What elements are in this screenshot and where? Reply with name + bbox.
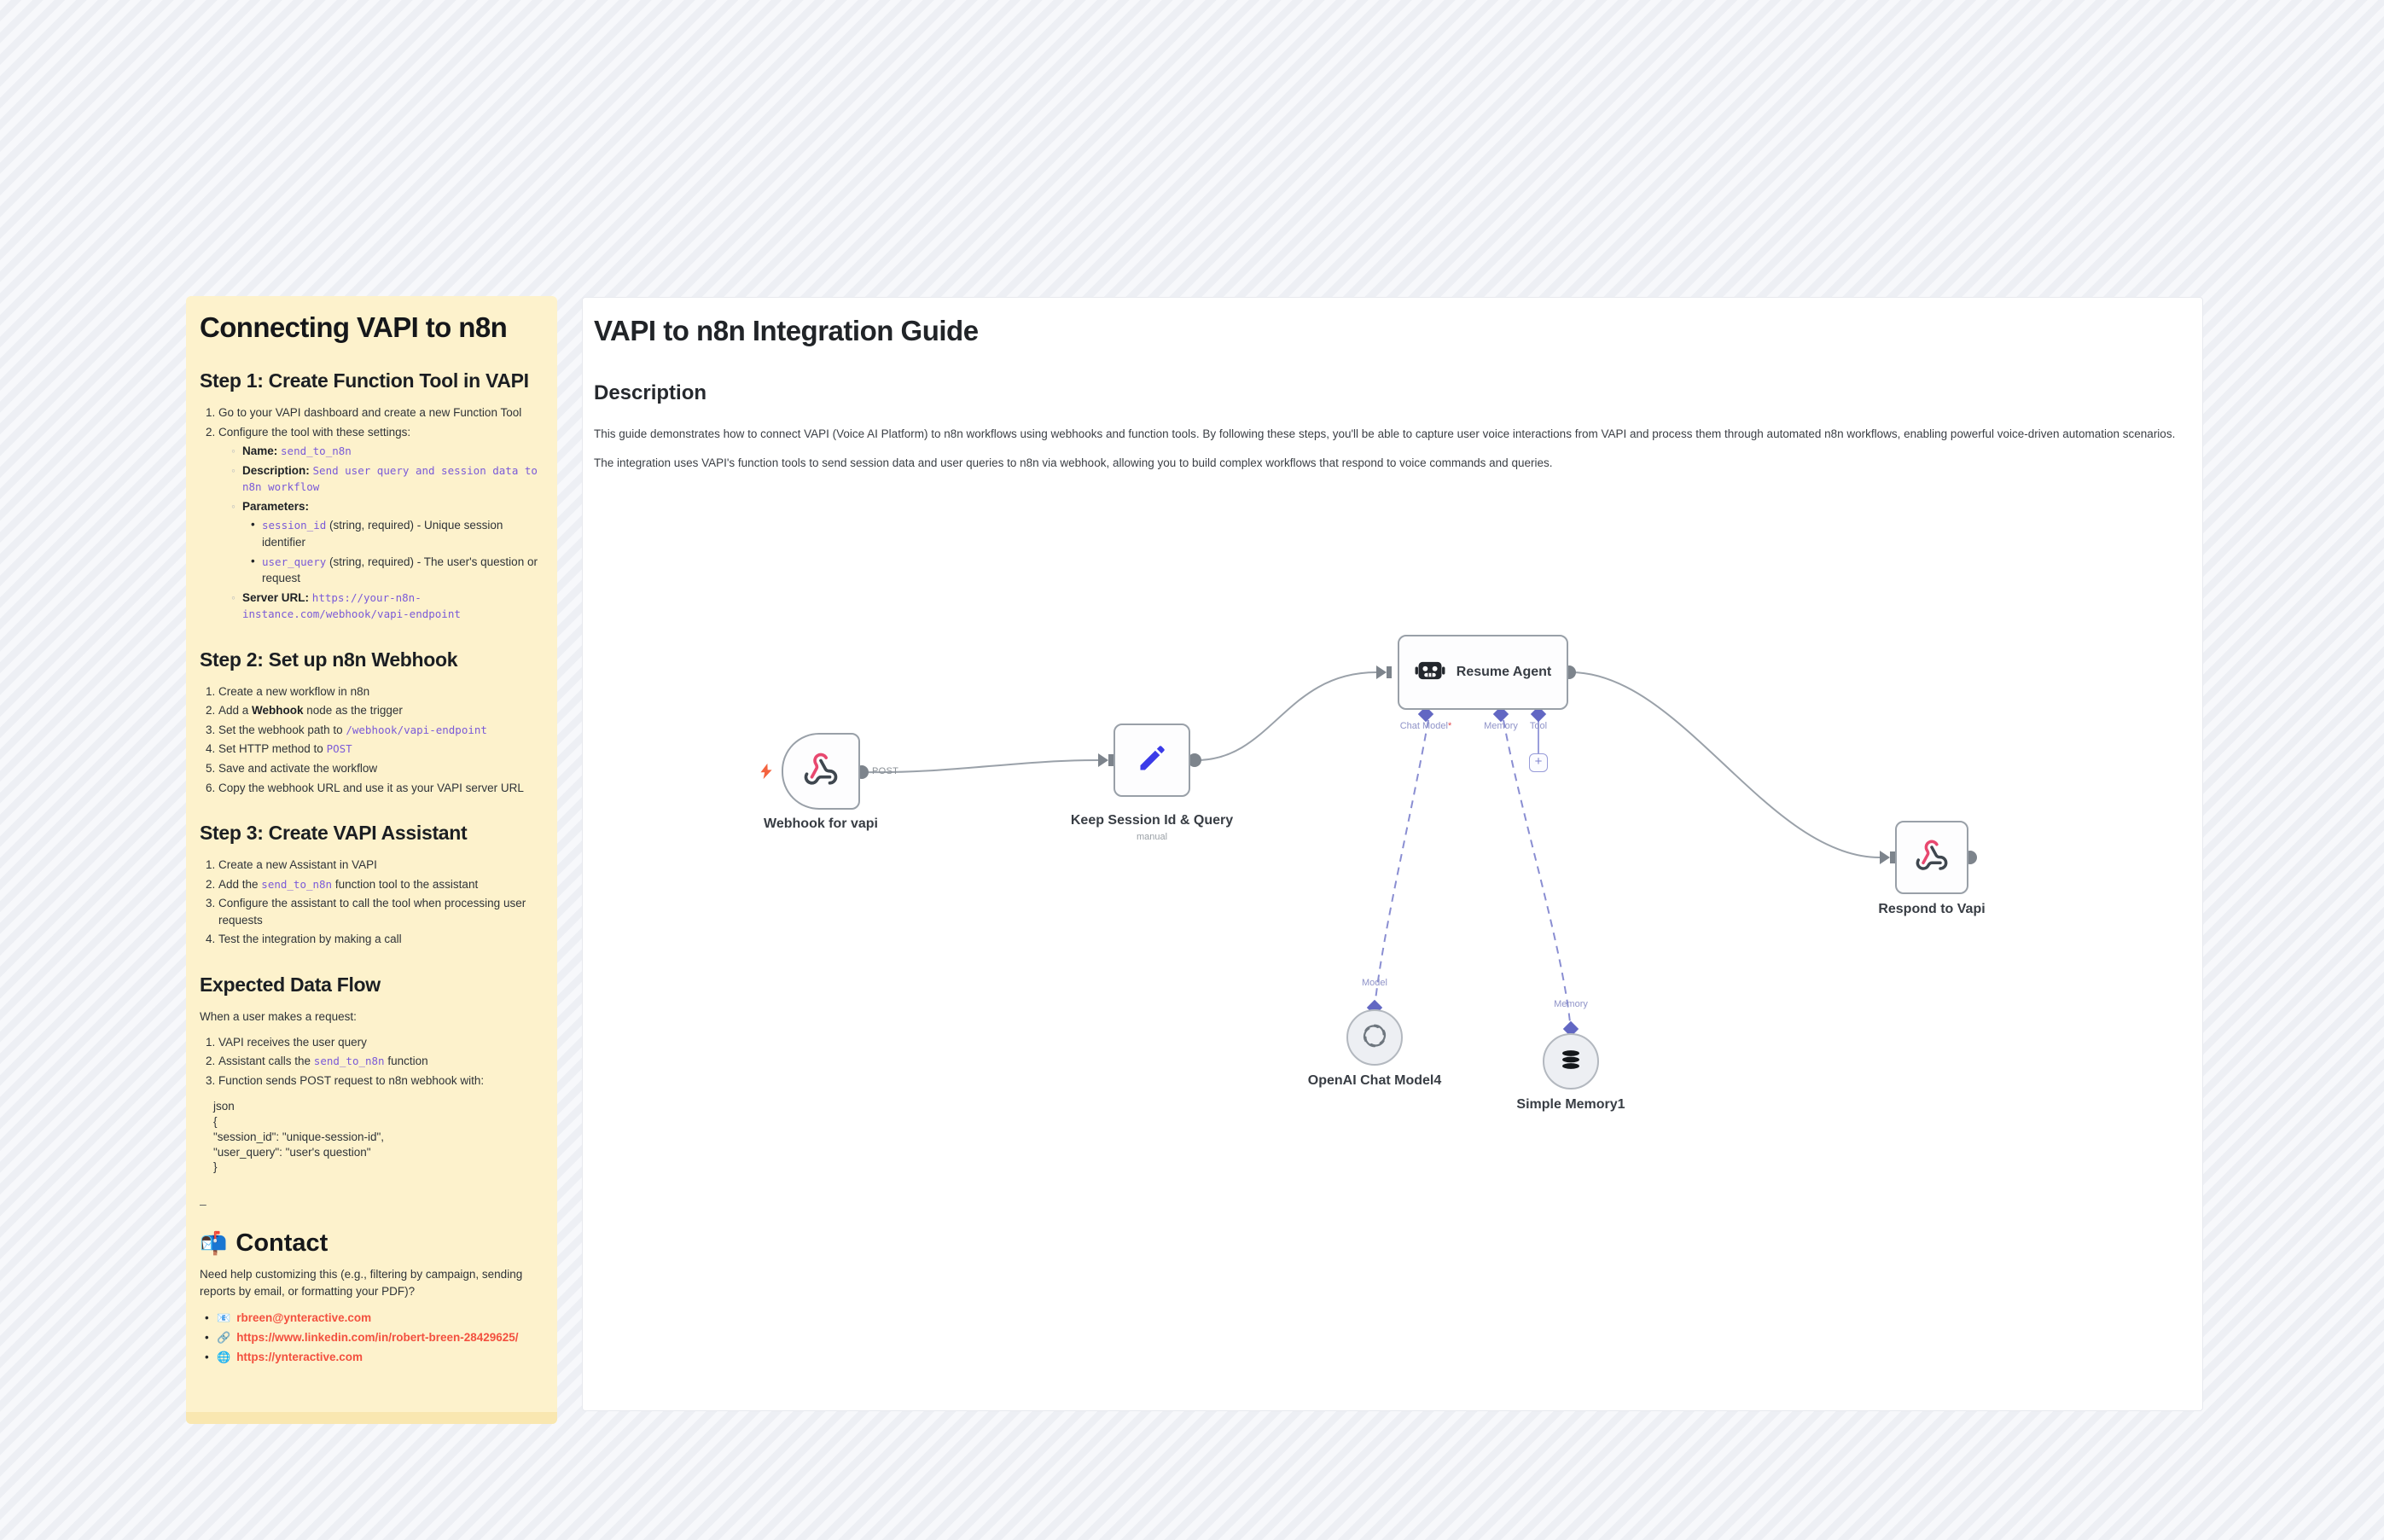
sidebar-title: Connecting VAPI to n8n bbox=[200, 311, 508, 343]
code-line: { bbox=[213, 1115, 218, 1128]
step3-heading: Step 3: Create VAPI Assistant bbox=[200, 822, 468, 845]
agent-port-chat-model: Chat Model* bbox=[1399, 721, 1452, 731]
node-simple-memory[interactable] bbox=[1543, 1033, 1599, 1090]
node-label-webhook: Webhook for vapi bbox=[764, 816, 878, 831]
list-item: Configure the tool with these settings: … bbox=[218, 424, 544, 623]
list-item: Description: Send user query and session… bbox=[231, 462, 544, 496]
node-label-simple-memory: Simple Memory1 bbox=[1516, 1097, 1625, 1112]
node-label-resume-agent: Resume Agent bbox=[1456, 665, 1552, 679]
node-label-keep-session: Keep Session Id & Query bbox=[1070, 813, 1234, 828]
list-item: Copy the webhook URL and use it as your … bbox=[218, 780, 544, 797]
inline-code: send_to_n8n bbox=[281, 445, 352, 458]
list-item: Go to your VAPI dashboard and create a n… bbox=[218, 404, 544, 421]
list-item: Name: send_to_n8n bbox=[231, 443, 544, 460]
list-item: session_id (string, required) - Unique s… bbox=[251, 516, 544, 550]
pencil-icon bbox=[1137, 743, 1167, 778]
node-resume-agent[interactable]: Resume Agent bbox=[1398, 635, 1568, 710]
contact-intro: Need help customizing this (e.g., filter… bbox=[200, 1268, 523, 1298]
contact-link-email[interactable]: 📧rbreen@ynteractive.com bbox=[205, 1311, 544, 1325]
step1-heading: Step 1: Create Function Tool in VAPI bbox=[200, 369, 529, 392]
trigger-zap-icon bbox=[757, 762, 776, 785]
list-item: Save and activate the workflow bbox=[218, 760, 544, 777]
inline-code: Send user query and session data to n8n … bbox=[242, 463, 538, 494]
step1-list: Go to your VAPI dashboard and create a n… bbox=[200, 404, 544, 623]
mailbox-icon: 📬 bbox=[200, 1230, 228, 1257]
step2-heading: Step 2: Set up n8n Webhook bbox=[200, 648, 458, 671]
inline-code: https://your-n8n-instance.com/webhook/va… bbox=[242, 590, 461, 621]
webhook-icon bbox=[803, 752, 839, 792]
list-item: Function sends POST request to n8n webho… bbox=[218, 1072, 544, 1090]
expected-list: VAPI receives the user query Assistant c… bbox=[200, 1034, 544, 1090]
agent-port-tool: Tool bbox=[1529, 721, 1548, 731]
list-item: Server URL: https://your-n8n-instance.co… bbox=[231, 590, 544, 623]
link-icon: 🔗 bbox=[217, 1331, 231, 1345]
list-item: Configure the assistant to call the tool… bbox=[218, 895, 544, 928]
contact-heading: 📬 Contact bbox=[200, 1229, 329, 1258]
inline-code: /webhook/vapi-endpoint bbox=[346, 723, 487, 736]
step2-list: Create a new workflow in n8n Add a Webho… bbox=[200, 683, 544, 796]
list-item: Add the send_to_n8n function tool to the… bbox=[218, 876, 544, 893]
contact-link-linkedin[interactable]: 🔗https://www.linkedin.com/in/robert-bree… bbox=[205, 1331, 544, 1345]
webhook-method-label: POST bbox=[872, 766, 899, 776]
list-item: Parameters: session_id (string, required… bbox=[231, 498, 544, 587]
model-port-label: Model bbox=[1362, 978, 1387, 988]
node-webhook-for-vapi[interactable] bbox=[782, 733, 860, 810]
contact-link-website[interactable]: 🌐https://ynteractive.com bbox=[205, 1351, 544, 1364]
node-keep-session[interactable] bbox=[1114, 724, 1190, 797]
list-item: Create a new workflow in n8n bbox=[218, 683, 544, 700]
openai-icon bbox=[1360, 1021, 1389, 1055]
node-respond-to-vapi[interactable] bbox=[1895, 821, 1968, 894]
email-icon: 📧 bbox=[217, 1311, 231, 1325]
code-line: json bbox=[213, 1100, 235, 1113]
list-item: user_query (string, required) - The user… bbox=[251, 552, 544, 587]
description-paragraph-2: The integration uses VAPI's function too… bbox=[594, 456, 1553, 470]
inline-code: send_to_n8n bbox=[313, 1055, 385, 1068]
node-label-openai: OpenAI Chat Model4 bbox=[1307, 1073, 1442, 1088]
memory-port-label: Memory bbox=[1554, 999, 1588, 1009]
inline-code: POST bbox=[326, 742, 352, 756]
agent-port-memory: Memory bbox=[1484, 721, 1518, 731]
node-label-respond: Respond to Vapi bbox=[1878, 902, 1986, 916]
divider-dash: – bbox=[200, 1197, 206, 1212]
code-line: "session_id": "unique-session-id", bbox=[213, 1130, 385, 1143]
code-line: } bbox=[213, 1160, 218, 1174]
contact-links: 📧rbreen@ynteractive.com 🔗https://www.lin… bbox=[200, 1311, 544, 1364]
list-item: Set HTTP method to POST bbox=[218, 741, 544, 758]
required-asterisk: * bbox=[1447, 721, 1452, 731]
list-item: VAPI receives the user query bbox=[218, 1034, 544, 1051]
expected-data-flow-heading: Expected Data Flow bbox=[200, 973, 381, 996]
globe-icon: 🌐 bbox=[217, 1351, 231, 1364]
webhook-icon bbox=[1915, 839, 1949, 877]
description-paragraph-1: This guide demonstrates how to connect V… bbox=[594, 427, 2176, 440]
inline-code: session_id bbox=[262, 519, 327, 532]
sidebar-panel: Connecting VAPI to n8n Step 1: Create Fu… bbox=[186, 296, 557, 1424]
step1-settings-list: Name: send_to_n8n Description: Send user… bbox=[218, 443, 544, 623]
inline-code: user_query bbox=[262, 555, 327, 568]
list-item: Assistant calls the send_to_n8n function bbox=[218, 1053, 544, 1070]
list-item: Add a Webhook node as the trigger bbox=[218, 702, 544, 719]
code-line: "user_query": "user's question" bbox=[213, 1145, 371, 1159]
list-item: Test the integration by making a call bbox=[218, 931, 544, 948]
database-icon bbox=[1558, 1047, 1584, 1077]
page-title: VAPI to n8n Integration Guide bbox=[594, 315, 979, 346]
robot-icon bbox=[1415, 658, 1445, 688]
expected-intro: When a user makes a request: bbox=[200, 1009, 357, 1023]
list-item: Set the webhook path to /webhook/vapi-en… bbox=[218, 722, 544, 739]
inline-code: send_to_n8n bbox=[261, 877, 333, 891]
step3-list: Create a new Assistant in VAPI Add the s… bbox=[200, 857, 544, 948]
parameters-list: session_id (string, required) - Unique s… bbox=[242, 516, 544, 587]
json-code-block: json { "session_id": "unique-session-id"… bbox=[213, 1099, 544, 1175]
node-openai-chat-model[interactable] bbox=[1346, 1009, 1403, 1066]
connection-wires bbox=[855, 665, 1977, 1037]
description-heading: Description bbox=[594, 381, 707, 404]
list-item: Create a new Assistant in VAPI bbox=[218, 857, 544, 874]
main-panel: VAPI to n8n Integration Guide Descriptio… bbox=[582, 297, 2203, 1411]
add-tool-button[interactable]: + bbox=[1529, 753, 1548, 772]
workflow-canvas[interactable]: POST Webhook for vapi Keep Session Id & … bbox=[590, 479, 2197, 1409]
node-sublabel-manual: manual bbox=[1136, 832, 1168, 842]
